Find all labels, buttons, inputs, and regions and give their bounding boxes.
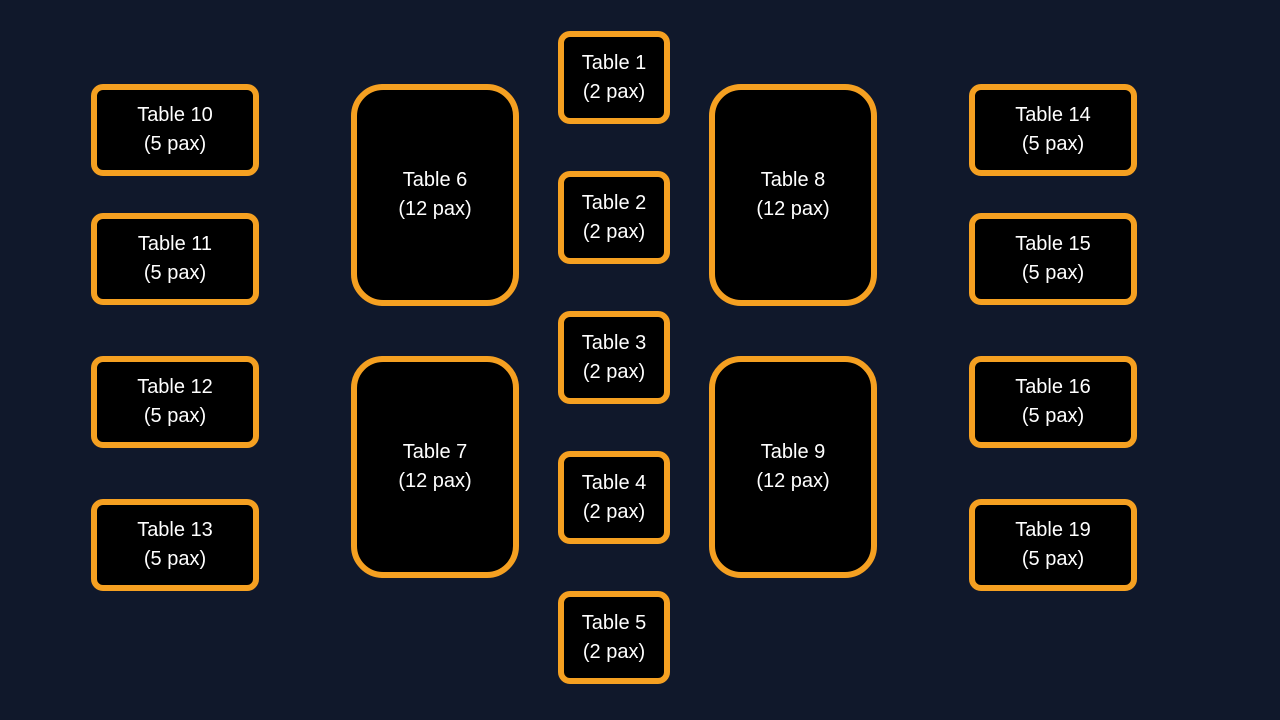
table-19[interactable]: Table 19 (5 pax) — [969, 499, 1137, 591]
table-capacity: (5 pax) — [143, 133, 207, 155]
table-capacity: (12 pax) — [756, 470, 830, 492]
table-14[interactable]: Table 14 (5 pax) — [969, 84, 1137, 176]
table-capacity: (2 pax) — [582, 640, 646, 663]
table-capacity: (5 pax) — [1021, 262, 1085, 284]
table-capacity: (12 pax) — [756, 198, 830, 220]
table-name: Table 19 — [1015, 519, 1091, 541]
table-capacity: (5 pax) — [143, 262, 207, 284]
table-capacity: (5 pax) — [143, 548, 207, 570]
table-1[interactable]: Table 1 (2 pax) — [558, 31, 670, 124]
table-16[interactable]: Table 16 (5 pax) — [969, 356, 1137, 448]
table-name: Table 14 — [1015, 104, 1091, 126]
table-12[interactable]: Table 12 (5 pax) — [91, 356, 259, 448]
table-3[interactable]: Table 3 (2 pax) — [558, 311, 670, 404]
table-capacity: (2 pax) — [582, 360, 646, 383]
table-capacity: (5 pax) — [143, 405, 207, 427]
table-name: Table 12 — [137, 376, 213, 398]
table-6[interactable]: Table 6 (12 pax) — [351, 84, 519, 306]
table-name: Table 7 — [402, 441, 468, 463]
table-name: Table 2 — [581, 191, 647, 214]
table-name: Table 10 — [137, 104, 213, 126]
table-capacity: (2 pax) — [582, 80, 646, 103]
table-capacity: (5 pax) — [1021, 133, 1085, 155]
table-name: Table 5 — [581, 611, 647, 634]
table-10[interactable]: Table 10 (5 pax) — [91, 84, 259, 176]
table-name: Table 4 — [581, 471, 647, 494]
table-capacity: (2 pax) — [582, 220, 646, 243]
table-capacity: (12 pax) — [398, 470, 472, 492]
table-15[interactable]: Table 15 (5 pax) — [969, 213, 1137, 305]
table-7[interactable]: Table 7 (12 pax) — [351, 356, 519, 578]
table-name: Table 16 — [1015, 376, 1091, 398]
table-name: Table 8 — [760, 169, 826, 191]
table-11[interactable]: Table 11 (5 pax) — [91, 213, 259, 305]
table-capacity: (5 pax) — [1021, 548, 1085, 570]
table-2[interactable]: Table 2 (2 pax) — [558, 171, 670, 264]
table-name: Table 9 — [760, 441, 826, 463]
table-name: Table 13 — [137, 519, 213, 541]
table-capacity: (12 pax) — [398, 198, 472, 220]
table-capacity: (2 pax) — [582, 500, 646, 523]
table-8[interactable]: Table 8 (12 pax) — [709, 84, 877, 306]
table-name: Table 6 — [402, 169, 468, 191]
table-5[interactable]: Table 5 (2 pax) — [558, 591, 670, 684]
table-13[interactable]: Table 13 (5 pax) — [91, 499, 259, 591]
table-name: Table 3 — [581, 331, 647, 354]
table-capacity: (5 pax) — [1021, 405, 1085, 427]
table-9[interactable]: Table 9 (12 pax) — [709, 356, 877, 578]
table-name: Table 1 — [581, 51, 647, 74]
table-name: Table 11 — [137, 233, 213, 255]
table-4[interactable]: Table 4 (2 pax) — [558, 451, 670, 544]
table-name: Table 15 — [1015, 233, 1091, 255]
